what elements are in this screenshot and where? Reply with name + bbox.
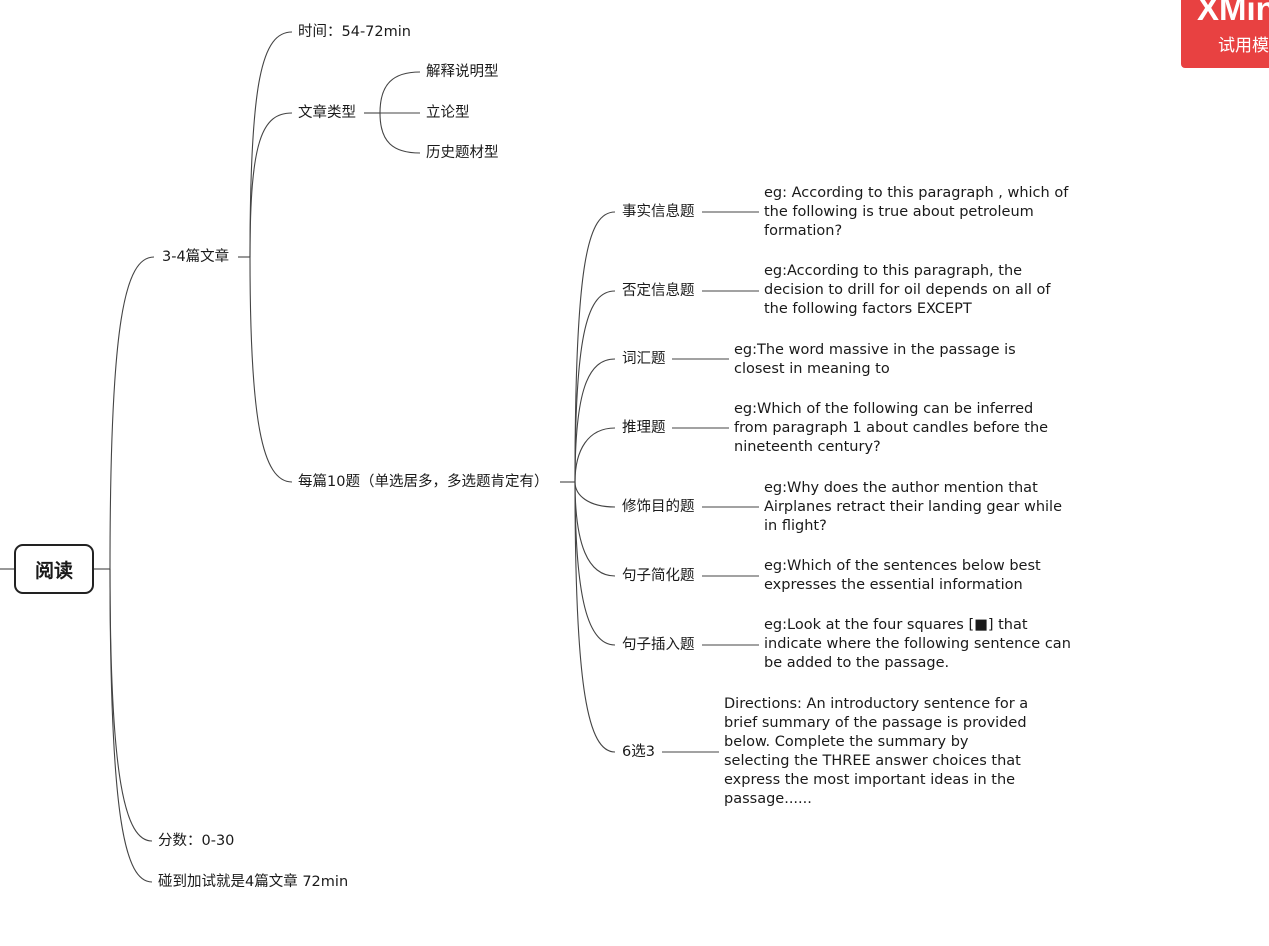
node-fact-question[interactable]: 事实信息题 bbox=[622, 204, 695, 220]
node-type-historical[interactable]: 历史题材型 bbox=[426, 145, 499, 161]
example-fact-question[interactable]: eg: According to this paragraph , which … bbox=[764, 185, 1069, 239]
root-node[interactable]: 阅读 bbox=[14, 544, 94, 594]
example-negative-fact-question[interactable]: eg:According to this paragraph, the deci… bbox=[764, 263, 1051, 317]
node-negative-fact-question[interactable]: 否定信息题 bbox=[622, 283, 695, 299]
node-insert-text-question[interactable]: 句子插入题 bbox=[622, 637, 695, 653]
node-sentence-simplification-question[interactable]: 句子简化题 bbox=[622, 568, 695, 584]
xmind-brand-text: XMind bbox=[1197, 0, 1269, 27]
example-sentence-simplification-question[interactable]: eg:Which of the sentences below best exp… bbox=[764, 558, 1041, 593]
example-rhetorical-purpose-question[interactable]: eg:Why does the author mention that Airp… bbox=[764, 480, 1063, 534]
example-insert-text-question[interactable]: eg:Look at the four squares [■] that ind… bbox=[764, 617, 1071, 671]
node-article-types[interactable]: 文章类型 bbox=[298, 105, 356, 121]
node-vocabulary-question[interactable]: 词汇题 bbox=[622, 351, 666, 367]
example-vocabulary-question[interactable]: eg:The word massive in the passage is cl… bbox=[734, 342, 1016, 377]
example-summary-question[interactable]: Directions: An introductory sentence for… bbox=[724, 696, 1029, 807]
node-score[interactable]: 分数：0-30 bbox=[158, 833, 235, 849]
xmind-trial-badge: XMind 试用模式 bbox=[1181, 0, 1269, 68]
trial-mode-text: 试用模式 bbox=[1218, 36, 1269, 56]
example-inference-question[interactable]: eg:Which of the following can be inferre… bbox=[734, 401, 1049, 455]
node-inference-question[interactable]: 推理题 bbox=[622, 420, 666, 436]
node-rhetorical-purpose-question[interactable]: 修饰目的题 bbox=[622, 499, 695, 515]
node-type-explanatory[interactable]: 解释说明型 bbox=[426, 64, 499, 80]
node-summary-question[interactable]: 6选3 bbox=[622, 744, 655, 760]
node-type-argumentative[interactable]: 立论型 bbox=[426, 105, 470, 121]
node-questions-per-article[interactable]: 每篇10题（单选居多，多选题肯定有） bbox=[298, 474, 549, 490]
node-time[interactable]: 时间：54-72min bbox=[298, 24, 411, 40]
node-extra-test[interactable]: 碰到加试就是4篇文章 72min bbox=[158, 874, 349, 890]
node-articles[interactable]: 3-4篇文章 bbox=[162, 249, 230, 265]
